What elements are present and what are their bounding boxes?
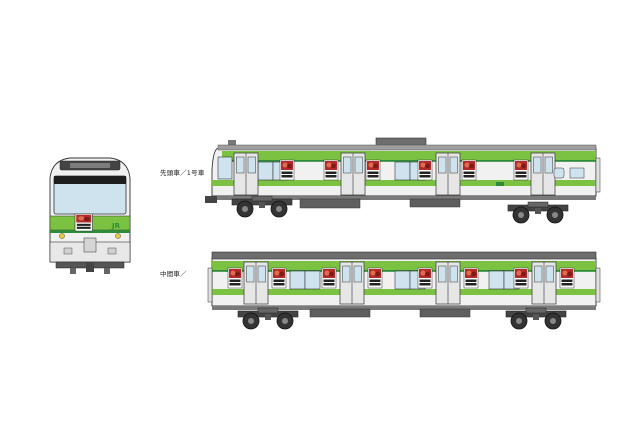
headlight-left	[59, 233, 65, 239]
headlight-right	[115, 233, 121, 239]
jr-logo: JR	[111, 222, 121, 230]
middle-car-side-view	[207, 251, 601, 330]
middle-car-label: 中間車／	[160, 270, 187, 278]
front-car-label: 先頭車／1号車	[160, 169, 205, 177]
front-car-side-view	[205, 137, 601, 224]
front-view-car: JR	[49, 157, 131, 274]
front-ad-panel	[74, 213, 94, 232]
